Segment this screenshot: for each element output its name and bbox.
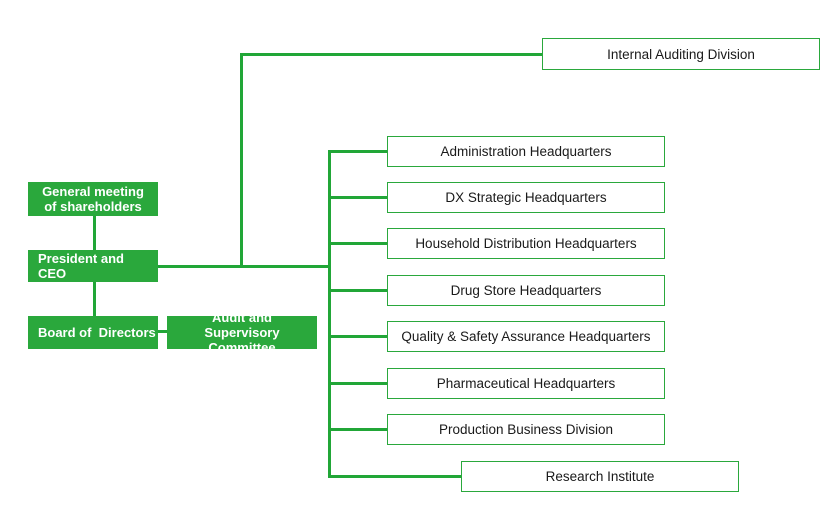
- connector-hq-6: [328, 382, 388, 385]
- hq-label-production-business: Production Business Division: [438, 422, 614, 437]
- connector-hq-5: [328, 335, 388, 338]
- shareholders-meeting-label: General meeting of shareholders: [42, 184, 144, 214]
- audit-committee-box: Audit and Supervisory Committee: [167, 310, 317, 355]
- connector-internal-audit-vertical: [240, 53, 243, 267]
- connector-shareholders-president: [93, 216, 96, 250]
- hq-label-dx-strategic: DX Strategic Headquarters: [445, 190, 607, 205]
- board-of-directors-label: Board of Directors: [38, 325, 156, 340]
- connector-hq-1: [328, 150, 388, 153]
- hq-box-household-distribution: Household Distribution Headquarters: [387, 228, 665, 259]
- connector-hq-4: [328, 289, 388, 292]
- research-institute-box: Research Institute: [461, 461, 739, 492]
- hq-label-pharmaceutical: Pharmaceutical Headquarters: [436, 376, 616, 391]
- connector-president-board: [93, 282, 96, 316]
- hq-label-household-distribution: Household Distribution Headquarters: [415, 236, 637, 251]
- audit-committee-label: Audit and Supervisory Committee: [204, 310, 280, 355]
- connector-hq-8: [328, 475, 462, 478]
- connector-hq-3: [328, 242, 388, 245]
- connector-hq-2: [328, 196, 388, 199]
- connector-internal-audit-horizontal: [240, 53, 543, 56]
- hq-box-dx-strategic: DX Strategic Headquarters: [387, 182, 665, 213]
- hq-box-pharmaceutical: Pharmaceutical Headquarters: [387, 368, 665, 399]
- hq-label-drug-store: Drug Store Headquarters: [450, 283, 602, 298]
- connector-headquarters-trunk: [328, 150, 331, 478]
- shareholders-meeting-box: General meeting of shareholders: [28, 182, 158, 216]
- board-of-directors-box: Board of Directors: [28, 316, 158, 349]
- hq-box-production-business: Production Business Division: [387, 414, 665, 445]
- hq-box-administration: Administration Headquarters: [387, 136, 665, 167]
- research-institute-label: Research Institute: [545, 469, 655, 484]
- hq-box-drug-store: Drug Store Headquarters: [387, 275, 665, 306]
- president-ceo-label: President and CEO: [38, 251, 124, 281]
- hq-label-administration: Administration Headquarters: [440, 144, 612, 159]
- connector-hq-7: [328, 428, 388, 431]
- hq-box-quality-safety: Quality & Safety Assurance Headquarters: [387, 321, 665, 352]
- president-ceo-box: President and CEO: [28, 250, 158, 282]
- internal-auditing-division-label: Internal Auditing Division: [607, 46, 755, 62]
- connector-board-audit: [157, 330, 167, 333]
- hq-label-quality-safety: Quality & Safety Assurance Headquarters: [401, 329, 651, 344]
- internal-auditing-division-box: Internal Auditing Division: [542, 38, 820, 70]
- connector-president-trunk: [158, 265, 331, 268]
